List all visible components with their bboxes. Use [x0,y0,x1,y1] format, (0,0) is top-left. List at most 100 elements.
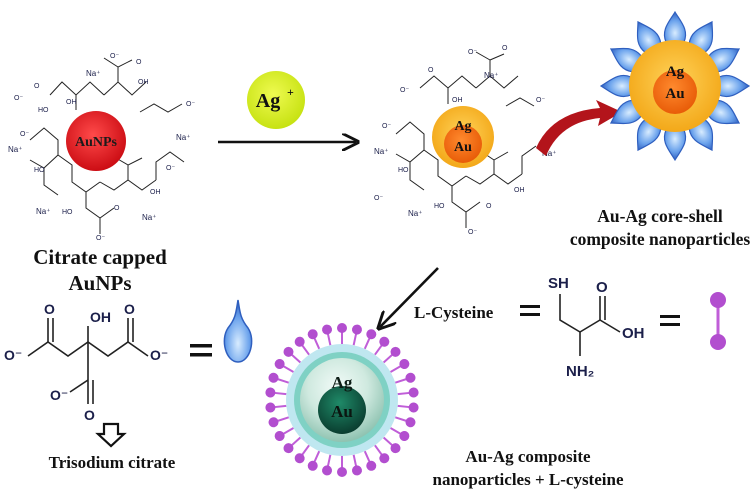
cysteine-molecule [382,436,401,454]
cysteine-molecule [268,372,290,384]
cysteine-molecule [274,427,295,441]
ag-shell-label: Ag [666,64,685,80]
cysteine-molecule [265,387,287,398]
carboxylate: O⁻ [374,195,383,202]
ag-ion-charge: + [287,85,294,99]
au-core-label: Au [331,402,353,421]
cysteine-molecule [274,359,295,373]
carbonyl-oxygen: O [124,301,135,317]
carboxylate: O [486,203,492,210]
au-core [653,70,697,114]
hydroxyl: HO [398,167,409,174]
carboxylate: O⁻ [14,95,23,102]
carbonyl-oxygen: O [84,407,95,423]
citrate-capped-caption-line2: AuNPs [68,271,131,295]
equals-sign-3 [190,344,212,357]
carboxylate: O⁻ [20,131,29,138]
carboxylate: O [428,67,434,74]
ag-shell-label: Ag [332,373,353,392]
carboxylate: O⁻ [400,87,409,94]
cysteine-symbol [710,292,726,350]
composite-caption-line2: nanoparticles + L-cysteine [432,470,623,489]
core-shell-caption-line1: Au-Ag core-shell [597,206,723,226]
cysteine-molecule [294,336,310,356]
hydroxyl-group: OH [622,325,645,342]
na-ion: Na⁺ [8,145,22,154]
carboxylate: O⁻ [468,49,477,56]
composite-caption-line1: Au-Ag composite [465,447,591,466]
cysteine-molecule [322,454,333,476]
core-shell-particle: Ag Au [599,10,751,162]
carboxylate-oxygen: O⁻ [50,387,68,403]
carboxylate: O⁻ [110,53,119,60]
cysteine-molecule [337,323,347,344]
aunp-core [66,111,126,171]
na-ion: Na⁺ [142,213,156,222]
carboxylate: O⁻ [166,165,175,172]
carboxylate-oxygen: O⁻ [4,347,22,363]
curved-arrow-shape [536,100,622,156]
au-core-label: Au [454,140,472,155]
hydroxyl: OH [138,79,149,86]
na-ion: Na⁺ [374,147,388,156]
cysteine-molecule [394,372,416,384]
au-core-label: Au [665,86,684,102]
au-core [444,125,482,163]
hydroxyl: OH [514,187,525,194]
hydroxyl: HO [34,167,45,174]
carboxylate: O [34,83,40,90]
carboxylate: O⁻ [186,101,195,108]
cysteine-molecule [374,444,390,464]
hydroxyl: OH [66,99,77,106]
cysteine-molecule [363,450,377,471]
l-cysteine-structure: SH O OH NH₂ [548,275,645,380]
citrate-capped-au-ag: Na⁺ O⁻ O O⁻ O OH Na⁺ O⁻ HO Na⁺ OH Na⁺ HO… [374,45,556,236]
ag-ion-sphere [247,71,305,129]
amine-group: NH₂ [566,363,594,380]
hydroxyl: OH [452,97,463,104]
hydroxyl: HO [434,203,445,210]
na-ion: Na⁺ [86,69,100,78]
au-core [318,386,366,434]
trisodium-citrate-caption: Trisodium citrate [49,453,176,472]
cysteine-molecule [374,336,390,356]
carboxylate: O [114,205,120,212]
citrate-droplet-symbol [223,299,253,363]
citrate-labels-left: Na⁺ O⁻ O OH O⁻ O HO OH Na⁺ O⁻ HO Na⁺ O⁻ … [8,53,195,242]
citrate-network-middle [395,51,537,228]
cysteine-molecule [363,329,377,350]
cysteine-coated-particle: Ag Au [265,323,419,477]
cysteine-molecule [283,436,302,454]
carboxylate: O [136,59,142,66]
na-ion: Na⁺ [36,207,50,216]
curved-arrow [536,100,622,156]
hydroxyl: OH [150,189,161,196]
cysteine-symbol-tail [710,334,726,350]
citrate-petal [718,74,751,98]
cysteine-molecule [283,346,302,364]
hydroxyl: HO [62,209,73,216]
ag-ion: Ag + [247,71,305,129]
cysteine-molecule [389,427,410,441]
trisodium-citrate-structure: O OH O O⁻ O⁻ O⁻ O [4,301,168,423]
carboxylate-oxygen: O⁻ [150,347,168,363]
citrate-petal [663,10,687,43]
ag-ion-label: Ag [256,90,280,112]
down-hollow-arrow [95,422,127,448]
hydroxyl: HO [38,107,49,114]
cysteine-symbol-head [710,292,726,308]
carboxylate: O [502,45,508,52]
cysteine-molecule [351,454,362,476]
equals-sign-1 [520,305,540,316]
carboxylate: O⁻ [382,123,391,130]
cysteine-ring [265,323,419,477]
cysteine-molecule [322,324,333,346]
citrate-labels-middle: Na⁺ O⁻ O O⁻ O OH Na⁺ O⁻ HO Na⁺ OH Na⁺ HO… [374,45,556,236]
carboxylate: O⁻ [536,97,545,104]
cysteine-molecule [394,416,416,428]
l-cysteine-label: L-Cysteine [414,303,494,322]
cysteine-molecule [337,456,347,477]
na-ion: Na⁺ [176,133,190,142]
